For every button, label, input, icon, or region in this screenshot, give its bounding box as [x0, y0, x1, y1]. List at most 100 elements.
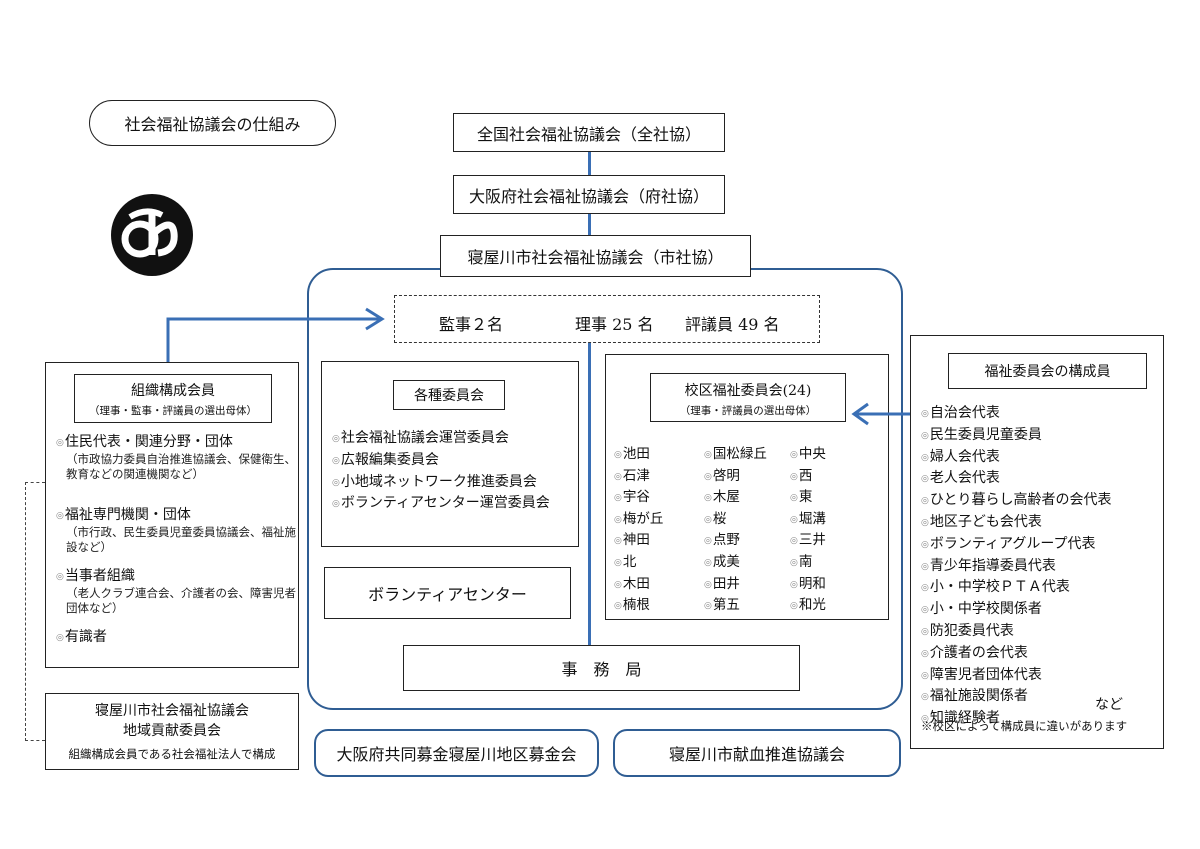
districts-grid: 池田 国松緑丘 中央 石津 啓明 西 宇谷 木屋 東 梅が丘 桜 堀溝 神田 点…	[614, 444, 860, 617]
community-chest-label: 大阪府共同募金寝屋川地区募金会	[336, 745, 577, 764]
list-item: 小・中学校関係者	[921, 599, 1111, 621]
connector-line	[588, 152, 591, 175]
list-item: 民生委員児童委員	[921, 425, 1111, 447]
member-org-list: 住民代表・関連分野・団体 （市政協力委員自治推進協議会、保健衛生、教育などの関連…	[56, 433, 296, 647]
city-council-label: 寝屋川市社会福祉協議会（市社協）	[467, 248, 724, 267]
list-item: 社会福祉協議会運営委員会	[332, 428, 550, 450]
member-org-item-label: 当事者組織	[56, 567, 296, 586]
list-item: 北	[614, 552, 704, 574]
list-item: 木屋	[704, 487, 790, 509]
list-item: 介護者の会代表	[921, 643, 1111, 665]
committees-box: 各種委員会 社会福祉協議会運営委員会 広報編集委員会 小地域ネットワーク推進委員…	[321, 361, 579, 547]
welfare-members-title-text: 福祉委員会の構成員	[984, 364, 1111, 380]
councilors-label: 評議員 49 名	[685, 315, 780, 334]
contribution-committee-box: 寝屋川市社会福祉協議会 地域貢献委員会 組織構成会員である社会福祉法人で構成	[45, 693, 299, 770]
list-item: 老人会代表	[921, 468, 1111, 490]
page-title-text: 社会福祉協議会の仕組み	[124, 115, 301, 134]
city-council-box: 寝屋川市社会福祉協議会（市社協）	[440, 235, 751, 277]
committees-list: 社会福祉協議会運営委員会 広報編集委員会 小地域ネットワーク推進委員会 ボランテ…	[332, 428, 550, 515]
list-item: ひとり暮らし高齢者の会代表	[921, 490, 1112, 512]
member-org-item-note: （市政協力委員自治推進協議会、保健衛生、教育などの関連機関など）	[66, 452, 296, 481]
list-item: 中央	[790, 444, 860, 466]
prefecture-council-label: 大阪府社会福祉協議会（府社協）	[468, 186, 709, 206]
list-item: 池田	[614, 444, 704, 466]
list-item: 宇谷	[614, 487, 704, 509]
contribution-desc: 組織構成会員である社会福祉法人で構成	[68, 747, 276, 761]
committees-title-text: 各種委員会	[414, 388, 484, 404]
list-item: 楠根	[614, 595, 704, 617]
secretariat-box: 事 務 局	[403, 645, 800, 691]
list-item: 南	[790, 552, 860, 574]
national-council-box: 全国社会福祉協議会（全社協）	[453, 113, 725, 152]
member-org-title-text: 組織構成会員	[131, 383, 215, 399]
committees-title: 各種委員会	[393, 380, 505, 410]
list-item: 梅が丘	[614, 509, 704, 531]
list-item: 啓明	[704, 466, 790, 488]
list-item: 防犯委員代表	[921, 621, 1111, 643]
national-council-label: 全国社会福祉協議会（全社協）	[476, 124, 701, 144]
member-org-item-label: 住民代表・関連分野・団体	[56, 433, 296, 452]
dashed-connector	[25, 482, 45, 741]
blood-donation-box: 寝屋川市献血推進協議会	[613, 729, 901, 777]
secretariat-label: 事 務 局	[561, 660, 642, 679]
list-item: 点野	[704, 530, 790, 552]
list-item: 明和	[790, 574, 860, 596]
auditors-label: 監事２名	[439, 315, 504, 334]
welfare-members-footnote: ※校区によって構成員に違いがあります	[921, 719, 1128, 733]
list-item: 小地域ネットワーク推進委員会	[332, 472, 550, 494]
list-item: ボランティアグループ代表	[921, 534, 1111, 556]
welfare-members-title: 福祉委員会の構成員	[948, 353, 1147, 389]
list-item: 小・中学校ＰＴＡ代表	[921, 577, 1111, 599]
member-org-item-note: （老人クラブ連合会、介護者の会、障害児者団体など）	[66, 586, 296, 615]
list-item: 国松緑丘	[704, 444, 790, 466]
member-org-item-label: 有識者	[56, 628, 296, 647]
list-item: 青少年指導委員代表	[921, 556, 1111, 578]
list-item: 西	[790, 466, 860, 488]
districts-title-text: 校区福祉委員会(24)	[684, 383, 812, 399]
arrow-icon	[851, 402, 910, 426]
list-item: 成美	[704, 552, 790, 574]
welfare-members-box: 福祉委員会の構成員 自治会代表 民生委員児童委員 婦人会代表 老人会代表 ひとり…	[910, 335, 1164, 749]
member-org-item-note: （市行政、民生委員児童委員協議会、福祉施設など）	[66, 525, 296, 554]
list-item: 東	[790, 487, 860, 509]
volunteer-center-box: ボランティアセンター	[324, 567, 571, 619]
districts-subtitle: （理事・評議員の選出母体）	[679, 405, 817, 417]
list-item: 石津	[614, 466, 704, 488]
contribution-title-line1: 寝屋川市社会福祉協議会	[95, 703, 249, 719]
list-item: 知識経験者	[921, 708, 1111, 730]
list-item: 木田	[614, 574, 704, 596]
list-item: 堀溝	[790, 509, 860, 531]
list-item: 障害児者団体代表	[921, 665, 1111, 687]
list-item: 三井	[790, 530, 860, 552]
arrow-icon	[166, 307, 385, 367]
community-chest-box: 大阪府共同募金寝屋川地区募金会	[314, 729, 599, 777]
officers-box: 監事２名 理事 25 名 評議員 49 名	[394, 295, 820, 343]
member-org-box: 組織構成会員 （理事・監事・評議員の選出母体） 住民代表・関連分野・団体 （市政…	[45, 362, 299, 668]
list-item: 田井	[704, 574, 790, 596]
prefecture-council-box: 大阪府社会福祉協議会（府社協）	[453, 175, 725, 214]
list-item: 神田	[614, 530, 704, 552]
connector-line	[588, 343, 591, 645]
page-title: 社会福祉協議会の仕組み	[89, 100, 336, 146]
list-item: 婦人会代表	[921, 447, 1111, 469]
list-item: 地区子ども会代表	[921, 512, 1111, 534]
contribution-title-line2: 地域貢献委員会	[123, 723, 221, 739]
connector-line	[588, 214, 591, 235]
member-org-title: 組織構成会員 （理事・監事・評議員の選出母体）	[74, 374, 272, 423]
list-item: ボランティアセンター運営委員会	[332, 493, 550, 515]
list-item: 福祉施設関係者	[921, 686, 1111, 708]
list-item: 広報編集委員会	[332, 450, 550, 472]
list-item: 和光	[790, 595, 860, 617]
volunteer-center-label: ボランティアセンター	[368, 585, 527, 604]
member-org-subtitle: （理事・監事・評議員の選出母体）	[89, 405, 257, 417]
list-item: 自治会代表	[921, 403, 1111, 425]
directors-label: 理事 25 名	[575, 315, 654, 334]
blood-donation-label: 寝屋川市献血推進協議会	[668, 745, 845, 764]
welfare-members-etc: など	[1095, 697, 1123, 713]
welfare-members-list: 自治会代表 民生委員児童委員 婦人会代表 老人会代表 ひとり暮らし高齢者の会代表…	[921, 403, 1112, 730]
logo-icon	[110, 193, 194, 277]
member-org-item-label: 福祉専門機関・団体	[56, 506, 296, 525]
districts-box: 校区福祉委員会(24) （理事・評議員の選出母体） 池田 国松緑丘 中央 石津 …	[605, 354, 889, 620]
list-item: 第五	[704, 595, 790, 617]
list-item: 桜	[704, 509, 790, 531]
